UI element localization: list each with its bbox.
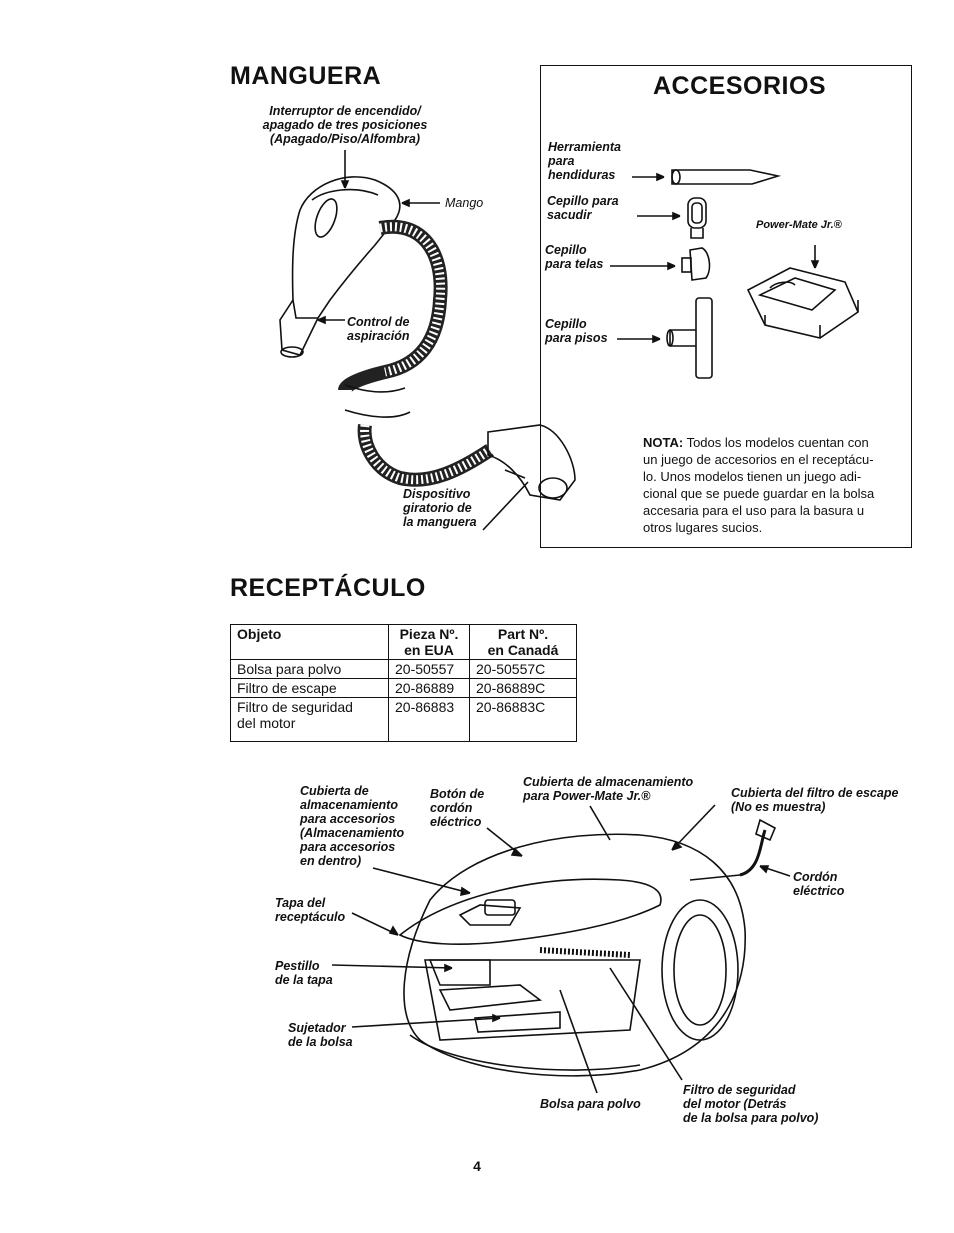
crevice-tool-illustration <box>671 169 782 185</box>
table-row: Filtro de seguridad del motor 20-86883 2… <box>230 697 577 742</box>
parts-table: Objeto Pieza Nº. en EUA Part Nº. en Cana… <box>230 624 577 742</box>
cord-button-label: Botón de cordón eléctrico <box>430 787 485 829</box>
header-pieza-eua: Pieza Nº. en EUA <box>388 624 470 660</box>
cell-objeto: Filtro de escape <box>230 678 389 698</box>
note-text: Todos los modelos cuentan con un juego d… <box>643 435 875 535</box>
header-objeto: Objeto <box>230 624 389 660</box>
upholstery-brush-illustration <box>681 247 711 281</box>
floor-brush-illustration <box>666 297 713 379</box>
lid-label: Tapa del receptáculo <box>275 896 346 924</box>
powermate-illustration <box>746 267 859 339</box>
motor-filter-label: Filtro de seguridad del motor (Detrás de… <box>683 1083 819 1125</box>
cell-pieza-eua: 20-86889 <box>388 678 470 698</box>
dust-bag-label: Bolsa para polvo <box>540 1097 641 1111</box>
table-row: Filtro de escape 20-86889 20-86889C <box>230 678 577 698</box>
upholstery-brush-label: Cepillo para telas <box>545 243 604 271</box>
page-number: 4 <box>473 1158 481 1174</box>
accesorios-title: ACCESORIOS <box>653 72 827 100</box>
dusting-brush-label: Cepillo para sacudir <box>547 194 619 222</box>
powermate-label: Power-Mate Jr.® <box>756 219 842 231</box>
storage-cover-label: Cubierta de almacenamiento para accesori… <box>300 784 405 868</box>
note-label: NOTA: <box>643 435 684 450</box>
canister-vacuum-illustration <box>398 818 777 1077</box>
header-part-canada: Part Nº. en Canadá <box>469 624 577 660</box>
dusting-brush-illustration <box>687 197 707 239</box>
manguera-title: MANGUERA <box>230 62 382 90</box>
lid-latch-label: Pestillo de la tapa <box>275 959 333 987</box>
table-row: Bolsa para polvo 20-50557 20-50557C <box>230 659 577 679</box>
hose-swivel-label: Dispositivo giratorio de la manguera <box>403 487 477 529</box>
exhaust-cover-label: Cubierta del filtro de escape (No es mue… <box>731 786 899 814</box>
accessories-box <box>540 65 912 548</box>
cell-part-canada: 20-86889C <box>469 678 577 698</box>
cell-part-canada: 20-50557C <box>469 659 577 679</box>
power-cord-label: Cordón eléctrico <box>793 870 845 898</box>
hose-handle-illustration <box>279 176 576 501</box>
cell-part-canada: 20-86883C <box>469 697 577 742</box>
receptaculo-title: RECEPTÁCULO <box>230 574 426 602</box>
handle-label: Mango <box>445 196 484 210</box>
powermate-cover-label: Cubierta de almacenamiento para Power-Ma… <box>523 775 694 803</box>
floor-brush-label: Cepillo para pisos <box>545 317 608 345</box>
table-header-row: Objeto Pieza Nº. en EUA Part Nº. en Cana… <box>230 624 577 660</box>
cell-objeto: Filtro de seguridad del motor <box>230 697 389 742</box>
cell-objeto: Bolsa para polvo <box>230 659 389 679</box>
switch-label: Interruptor de encendido/ apagado de tre… <box>262 104 428 146</box>
suction-control-label: Control de aspiración <box>347 315 410 343</box>
crevice-tool-label: Herramienta para hendiduras <box>548 140 621 182</box>
accessories-note: NOTA: Todos los modelos cuentan con un j… <box>643 434 905 536</box>
bag-holder-label: Sujetador de la bolsa <box>288 1021 353 1049</box>
cell-pieza-eua: 20-86883 <box>388 697 470 742</box>
cell-pieza-eua: 20-50557 <box>388 659 470 679</box>
